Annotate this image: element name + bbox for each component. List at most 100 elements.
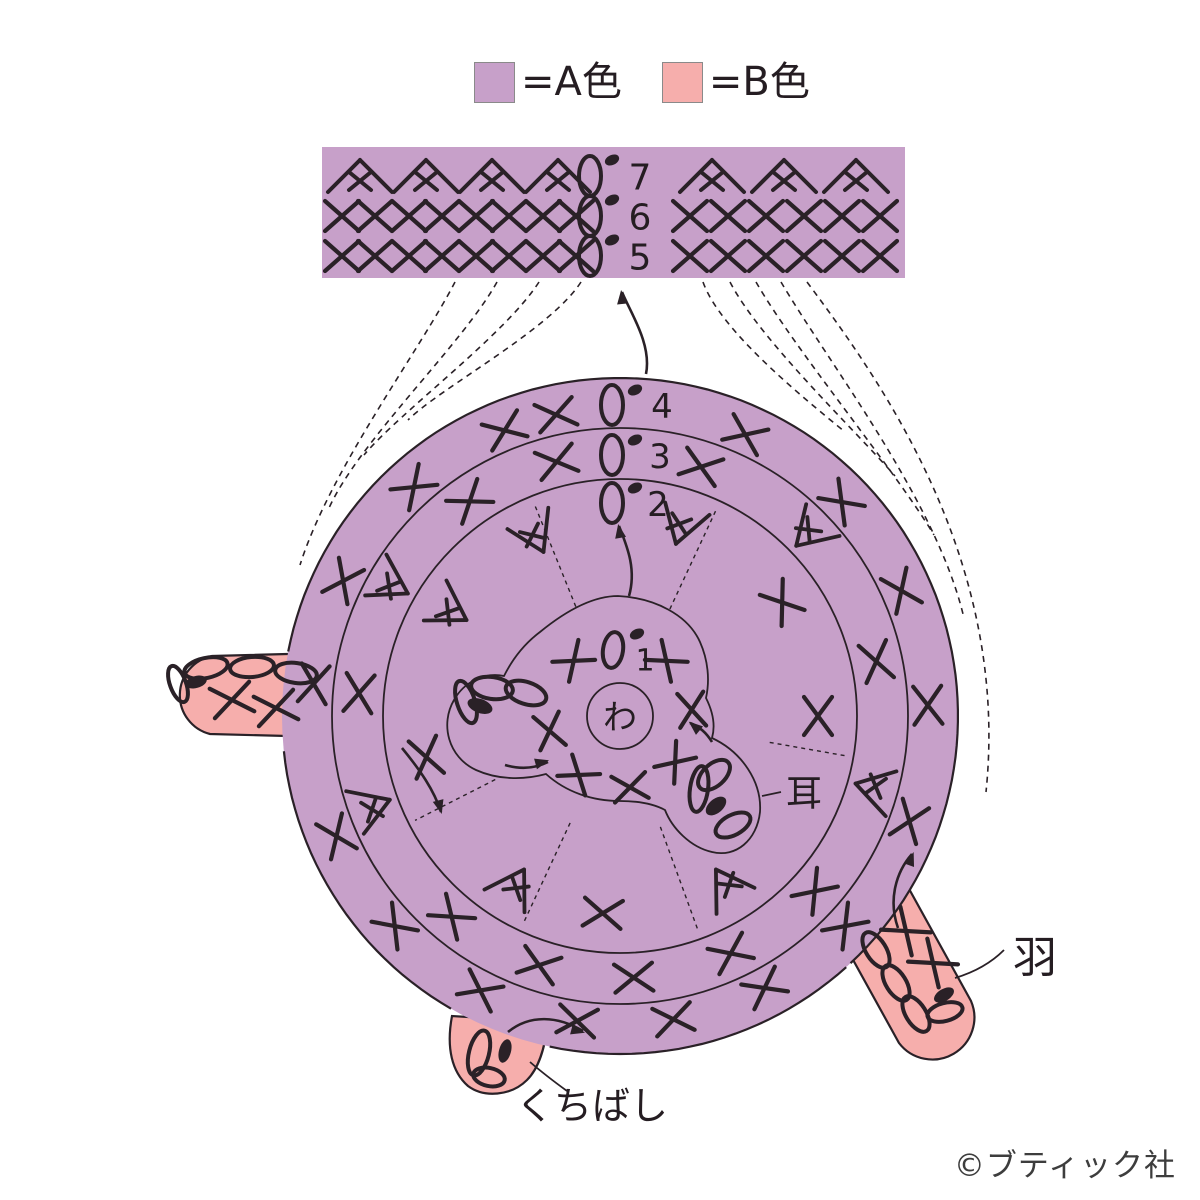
- direction-arrow: [504, 760, 549, 770]
- chain-symbol: [599, 383, 625, 427]
- sc-symbol: [905, 936, 961, 990]
- sc-symbol: [878, 565, 924, 616]
- sc-symbol: [609, 769, 651, 805]
- sc-symbol: [911, 683, 945, 727]
- arrows: [400, 289, 915, 1035]
- sc-symbol: [422, 238, 462, 274]
- dec-symbol: [822, 158, 890, 194]
- direction-arrow: [620, 291, 649, 375]
- round-4: 4: [295, 383, 945, 1040]
- inc-symbol: [482, 867, 531, 915]
- slip-stitch-dot: [604, 234, 620, 246]
- stitch-guide-dashed: [806, 281, 990, 793]
- sc-symbol: [532, 441, 581, 483]
- chain-symbol: [471, 1065, 507, 1089]
- sc-symbol: [887, 796, 932, 847]
- chain-symbol: [273, 660, 319, 686]
- sc-symbol: [314, 811, 359, 862]
- chain-symbol: [900, 994, 932, 1034]
- slip-stitch-dot: [604, 154, 620, 166]
- stitch-guide-dashed: [702, 281, 846, 433]
- sc-symbol: [550, 637, 598, 684]
- sc-symbol: [523, 198, 563, 234]
- arrowhead: [570, 1023, 586, 1035]
- sc-symbol: [670, 198, 710, 234]
- dec-symbol: [392, 158, 460, 194]
- sc-symbol: [642, 637, 690, 684]
- circle-outline-arc: [287, 377, 959, 964]
- sc-symbol: [422, 198, 462, 234]
- chain-symbol: [166, 663, 190, 705]
- sc-symbol: [856, 637, 897, 686]
- sc-symbol: [322, 238, 362, 274]
- round-2: 2: [406, 481, 835, 931]
- sc-symbol: [757, 576, 807, 629]
- sc-symbol: [556, 238, 596, 274]
- round-separator-dashed: [414, 778, 496, 822]
- round-boundary-ring: [331, 427, 909, 1005]
- chain-symbol: [599, 433, 625, 477]
- beak-label: くちばし: [516, 1084, 668, 1128]
- sc-symbol: [251, 687, 301, 729]
- sc-symbol: [322, 198, 362, 234]
- sc-symbol: [746, 238, 786, 274]
- sc-symbol: [555, 752, 603, 798]
- sc-symbol: [389, 238, 429, 274]
- legend-item-color-b: =B色: [661, 62, 810, 103]
- stitch-guide-dashed: [729, 281, 896, 477]
- ear-label: 耳: [786, 774, 822, 815]
- round-number-2: 2: [647, 485, 669, 525]
- inc-symbol: [344, 789, 392, 836]
- beak-callout-line: [529, 1061, 568, 1092]
- sc-symbol: [355, 198, 395, 234]
- arrowhead: [688, 721, 704, 735]
- circle-outline-arc: [549, 966, 847, 1056]
- sc-symbol: [784, 238, 824, 274]
- sc-symbol: [675, 689, 709, 730]
- chain-symbol: [469, 674, 515, 702]
- sc-symbol: [341, 670, 377, 716]
- body-circle: [282, 378, 958, 1054]
- round-separator-dashed: [669, 507, 718, 610]
- inc-symbol: [505, 505, 551, 554]
- round-separator-dashed: [769, 741, 847, 757]
- sc-symbol: [676, 445, 726, 489]
- sc-symbol: [456, 238, 496, 274]
- sc-symbol: [708, 198, 748, 234]
- color-a-label: =A色: [521, 59, 622, 105]
- round-separator-dashed: [533, 502, 577, 607]
- chain-symbol: [599, 481, 625, 525]
- inc-symbol: [714, 867, 757, 916]
- sc-symbol: [388, 461, 440, 513]
- round-1: 1: [531, 628, 709, 805]
- round-number-1: 1: [635, 644, 654, 679]
- sc-symbol: [708, 238, 748, 274]
- sc-symbol: [822, 198, 862, 234]
- sc-symbol: [801, 694, 835, 738]
- inc-symbol: [421, 578, 469, 627]
- arrowhead: [432, 799, 444, 815]
- dec-symbol: [678, 158, 746, 194]
- sc-symbol: [479, 408, 530, 453]
- stitch-guide-dashed: [407, 281, 582, 421]
- sc-symbol: [611, 960, 656, 995]
- stitch-band: 765: [322, 147, 905, 279]
- ear-callout-line: [761, 791, 782, 797]
- dec-symbol: [750, 158, 818, 194]
- color-legend: =A色 =B色: [474, 62, 810, 103]
- band-to-circle-guides: [299, 281, 990, 793]
- round-separators: [414, 502, 847, 933]
- color-a-swatch: [474, 62, 515, 103]
- sc-symbol: [746, 198, 786, 234]
- band-row-number-6: 6: [629, 198, 652, 239]
- round-separator-dashed: [659, 826, 700, 933]
- sc-symbol: [816, 476, 867, 528]
- round-number-3: 3: [649, 437, 671, 477]
- stitch-guide-dashed: [363, 281, 540, 456]
- sc-symbol: [514, 943, 564, 987]
- wing-label: 羽: [1013, 933, 1057, 984]
- inc-symbol: [363, 552, 410, 601]
- slip-stitch-dot: [467, 698, 493, 714]
